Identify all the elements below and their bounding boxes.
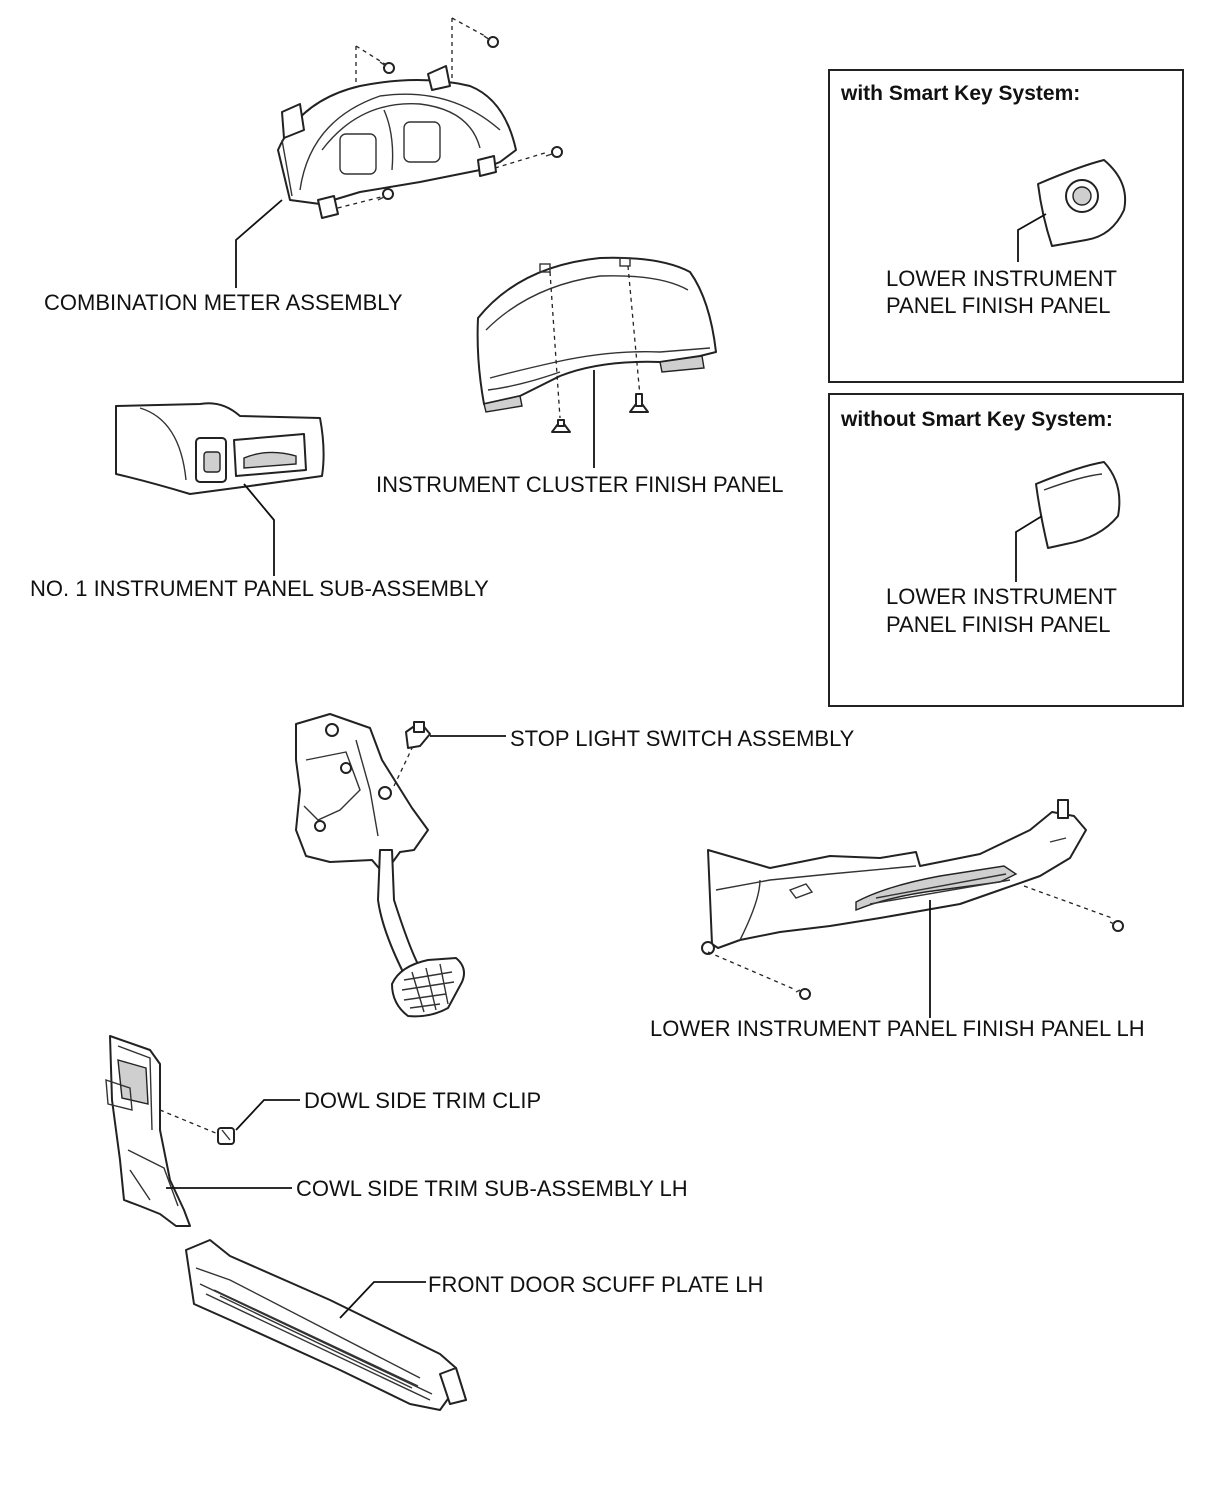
brake-pedal-stop-light-switch-illustration xyxy=(295,713,506,1018)
combination-meter-illustration xyxy=(235,17,563,288)
no1-instrument-panel-illustration xyxy=(115,402,325,576)
front-door-scuff-plate-illustration xyxy=(185,1239,467,1411)
label-instrument-cluster-finish-panel: INSTRUMENT CLUSTER FINISH PANEL xyxy=(376,472,783,497)
label-cowl-side-trim: COWL SIDE TRIM SUB-ASSEMBLY LH xyxy=(296,1176,688,1201)
label-scuff-plate: FRONT DOOR SCUFF PLATE LH xyxy=(428,1272,763,1297)
cowl-side-trim-illustration xyxy=(105,1035,300,1227)
inset-with-smart-key: with Smart Key System: LOWER INSTRUMENT … xyxy=(828,69,1184,383)
label-stop-light-switch: STOP LIGHT SWITCH ASSEMBLY xyxy=(510,726,855,751)
label-combination-meter: COMBINATION METER ASSEMBLY xyxy=(44,290,403,315)
inset-without-smart-key-label-line1: LOWER INSTRUMENT xyxy=(886,584,1117,609)
inset-without-smart-key-label-line2: PANEL FINISH PANEL xyxy=(886,612,1111,637)
lower-instrument-panel-finish-panel-lh-illustration xyxy=(701,799,1124,1018)
instrument-cluster-finish-panel-illustration xyxy=(476,256,717,468)
inset-with-smart-key-title: with Smart Key System: xyxy=(840,82,1080,105)
inset-without-smart-key: without Smart Key System: LOWER INSTRUME… xyxy=(828,393,1184,707)
label-no1-instrument-panel: NO. 1 INSTRUMENT PANEL SUB-ASSEMBLY xyxy=(30,576,489,601)
inset-with-smart-key-label-line2: PANEL FINISH PANEL xyxy=(886,293,1111,318)
inset-with-smart-key-label-line1: LOWER INSTRUMENT xyxy=(886,266,1117,291)
label-lower-panel-lh: LOWER INSTRUMENT PANEL FINISH PANEL LH xyxy=(650,1016,1145,1041)
inset-without-smart-key-title: without Smart Key System: xyxy=(840,408,1113,431)
label-dowl-clip: DOWL SIDE TRIM CLIP xyxy=(304,1088,541,1113)
